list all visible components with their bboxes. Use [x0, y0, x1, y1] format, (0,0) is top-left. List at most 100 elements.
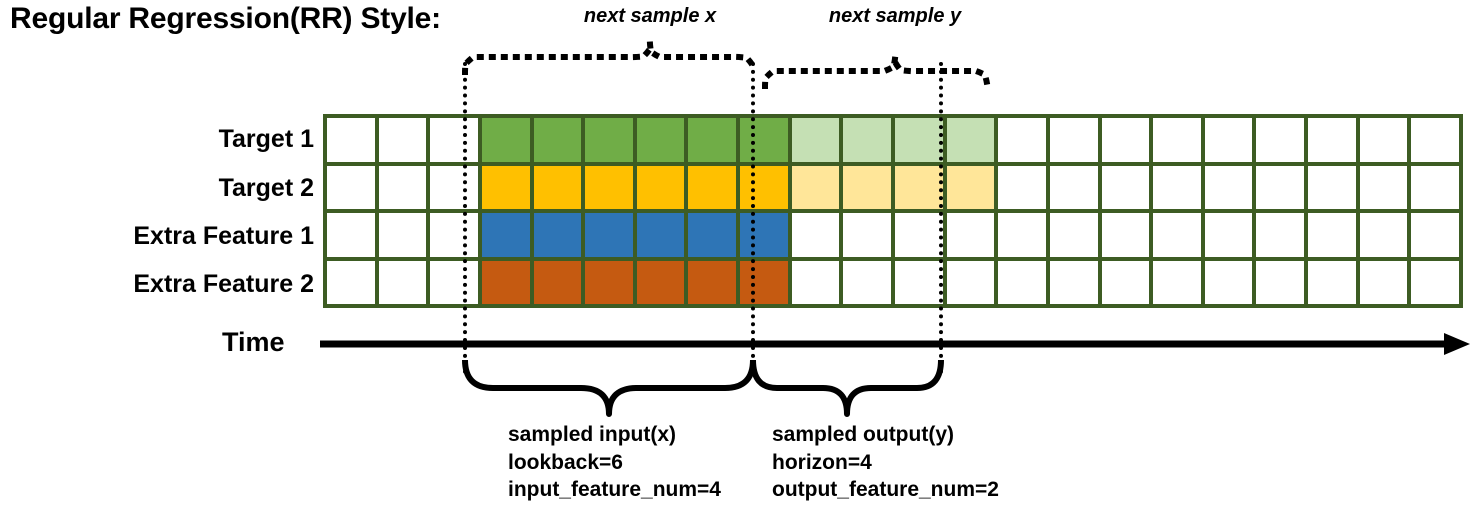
grid-cell	[1359, 118, 1408, 162]
grid-cell	[1359, 213, 1408, 257]
grid-cell	[533, 213, 582, 257]
row-label-target-1: Target 1	[218, 125, 314, 153]
grid-cell	[1204, 165, 1253, 209]
grid-cell	[585, 213, 633, 257]
grid-cell	[481, 165, 530, 209]
grid-cell	[791, 165, 840, 209]
grid-cell	[1101, 260, 1150, 304]
grid-cell	[1256, 213, 1305, 257]
grid-cell	[327, 213, 375, 257]
grid-cell	[1359, 260, 1408, 304]
row-label-extra-feature-1: Extra Feature 1	[133, 222, 314, 250]
grid-cell	[533, 260, 582, 304]
grid-cell	[688, 118, 737, 162]
grid-cell	[998, 213, 1046, 257]
grid-cell	[998, 165, 1046, 209]
grid-cell	[946, 213, 995, 257]
grid-cell	[378, 118, 427, 162]
grid-cell	[1308, 165, 1356, 209]
grid-cell	[791, 118, 840, 162]
grid-cell	[1049, 118, 1098, 162]
guide-line-input-end	[751, 62, 755, 374]
row-label-target-2: Target 2	[218, 174, 314, 202]
grid-cell	[1153, 260, 1201, 304]
grid-cell	[946, 260, 995, 304]
note-sampled-input: sampled input(x) lookback=6 input_featur…	[508, 423, 721, 502]
grid-cell	[327, 118, 375, 162]
grid-cell	[1359, 165, 1408, 209]
grid-cell	[1153, 213, 1201, 257]
grid-cell	[1256, 165, 1305, 209]
grid-cell	[791, 213, 840, 257]
row-label-group: Target 1 Target 2 Extra Feature 1 Extra …	[0, 115, 314, 308]
grid-cell	[1204, 260, 1253, 304]
grid-cell	[533, 118, 582, 162]
grid-cell	[1411, 260, 1459, 304]
grid-cell	[1308, 260, 1356, 304]
grid-cell	[481, 213, 530, 257]
grid-cell	[1153, 118, 1201, 162]
grid-cell	[688, 260, 737, 304]
grid-cell	[430, 213, 478, 257]
grid-cell	[895, 165, 943, 209]
grid-cell	[1049, 260, 1098, 304]
grid-cell	[636, 260, 685, 304]
grid-cell	[998, 260, 1046, 304]
grid-cell	[740, 165, 788, 209]
grid-cell	[946, 165, 995, 209]
time-axis-label: Time	[222, 327, 285, 357]
grid-cell	[378, 165, 427, 209]
grid-cell	[895, 260, 943, 304]
grid-cell	[430, 118, 478, 162]
grid-cell	[740, 213, 788, 257]
grid-cell	[895, 118, 943, 162]
note-sampled-output: sampled output(y) horizon=4 output_featu…	[772, 423, 999, 502]
grid-cell	[740, 118, 788, 162]
grid-cell	[533, 165, 582, 209]
grid-cell	[481, 260, 530, 304]
guide-line-input-start	[463, 62, 467, 374]
grid-cell	[1256, 260, 1305, 304]
brace-sampled-output	[750, 359, 944, 417]
grid-cell	[1204, 118, 1253, 162]
brace-next-sample-y	[761, 56, 991, 90]
grid-cell	[843, 165, 891, 209]
grid-cell	[688, 213, 737, 257]
grid-cell	[1256, 118, 1305, 162]
grid-cell	[688, 165, 737, 209]
grid-cell	[585, 260, 633, 304]
grid-cell	[481, 118, 530, 162]
grid-cell	[1308, 118, 1356, 162]
guide-line-output-end	[939, 62, 943, 374]
grid-cell	[327, 260, 375, 304]
grid-cell	[946, 118, 995, 162]
page-title: Regular Regression(RR) Style:	[10, 2, 441, 35]
grid-cell	[430, 260, 478, 304]
row-label-extra-feature-2: Extra Feature 2	[133, 270, 314, 298]
grid-cell	[843, 118, 891, 162]
grid-cell	[327, 165, 375, 209]
grid-cell	[791, 260, 840, 304]
grid-cell	[1049, 165, 1098, 209]
grid-cell	[998, 118, 1046, 162]
brace-next-sample-x	[461, 42, 757, 76]
grid-cell	[740, 260, 788, 304]
grid-cell	[843, 213, 891, 257]
grid-cell	[636, 213, 685, 257]
grid-cell	[895, 213, 943, 257]
brace-sampled-input	[462, 359, 756, 417]
grid-cell	[430, 165, 478, 209]
next-sample-y-label: next sample y	[828, 5, 962, 27]
grid-cell	[378, 213, 427, 257]
grid-cell	[843, 260, 891, 304]
time-axis-arrow	[320, 333, 1470, 355]
grid-cell	[636, 165, 685, 209]
grid-cell	[1308, 213, 1356, 257]
grid-cell	[1101, 165, 1150, 209]
grid-cell	[1101, 118, 1150, 162]
next-sample-x-label: next sample x	[583, 5, 717, 27]
grid-cell	[1411, 118, 1459, 162]
grid-cell	[1411, 213, 1459, 257]
grid-cell	[636, 118, 685, 162]
grid-cell	[1101, 213, 1150, 257]
